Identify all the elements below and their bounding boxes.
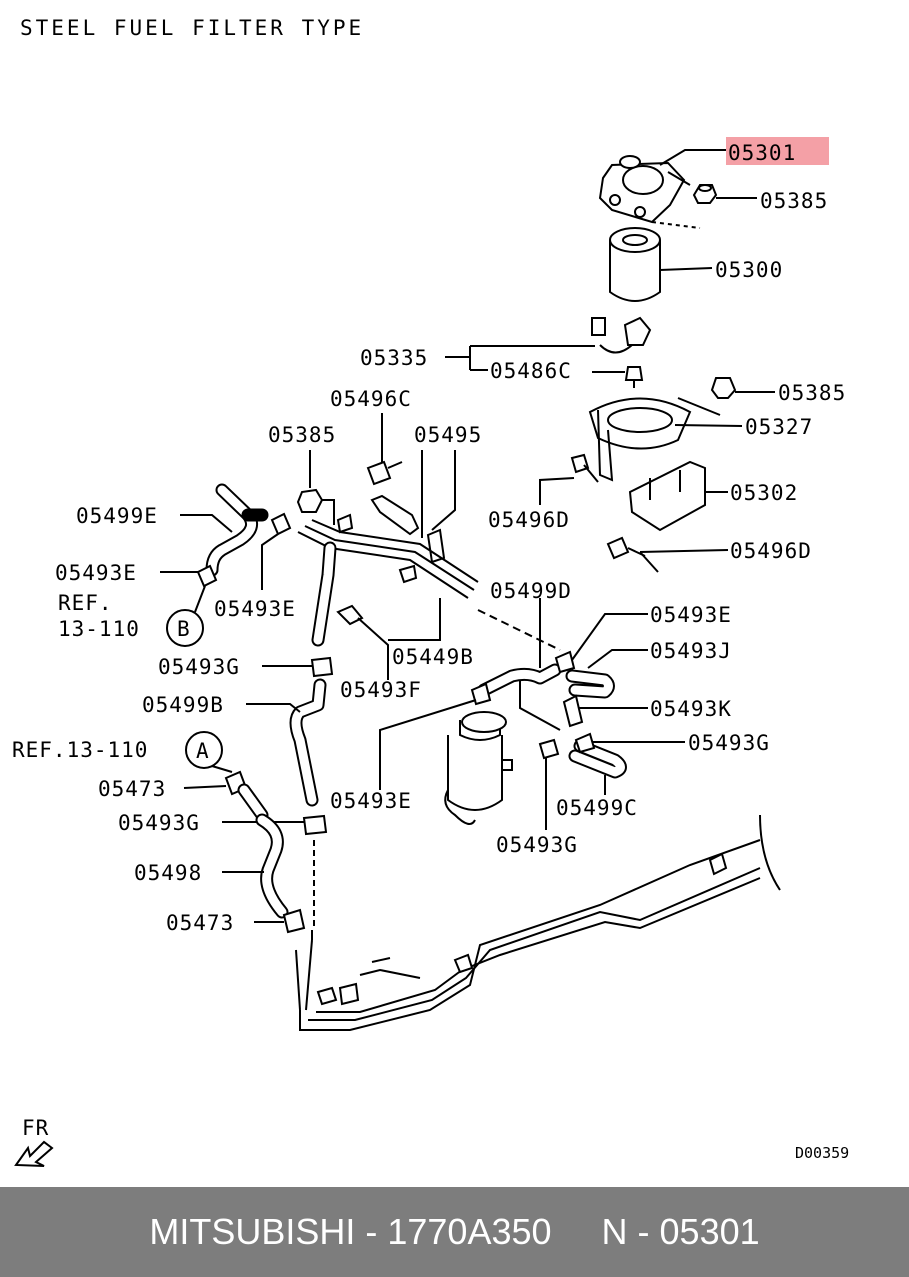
nut-05385-left[interactable]: [296, 488, 324, 513]
svg-text:FR: FR: [22, 1116, 49, 1140]
label-05493g-a[interactable]: 05493G: [158, 655, 240, 679]
clamp-05473-a[interactable]: [224, 770, 269, 822]
clip-05493k[interactable]: [562, 694, 584, 728]
bolt-05496c[interactable]: [366, 460, 403, 486]
hose-05493j[interactable]: [565, 669, 615, 699]
footer-part-info: MITSUBISHI - 1770A350 N - 05301: [149, 1211, 760, 1252]
label-05499d[interactable]: 05499D: [490, 579, 572, 603]
svg-text:A: A: [196, 739, 210, 763]
hose-05499b[interactable]: [289, 678, 327, 807]
filter-cartridge-05300[interactable]: [609, 227, 661, 302]
bolt-05496d-b[interactable]: [606, 536, 646, 560]
label-05498[interactable]: 05498: [134, 861, 202, 885]
label-05496d-a[interactable]: 05496D: [488, 508, 570, 532]
plug-05486c[interactable]: [624, 366, 644, 388]
label-05499e[interactable]: 05499E: [76, 504, 158, 528]
ref-a-text: REF.13-110: [12, 738, 148, 762]
label-05449b[interactable]: 05449B: [392, 645, 474, 669]
label-05493e-b[interactable]: 05493E: [214, 597, 296, 621]
ref-b-line2: 13-110: [58, 617, 140, 641]
hose-05499d[interactable]: [477, 663, 562, 697]
part-footer: MITSUBISHI - 1770A350 N - 05301: [0, 1187, 909, 1277]
fuel-line-05449b[interactable]: [297, 513, 479, 599]
filter-head-05301[interactable]: [598, 155, 701, 229]
label-05495[interactable]: 05495: [414, 423, 482, 447]
nut-05385-mid[interactable]: [710, 377, 737, 399]
fitting-05493f[interactable]: [336, 604, 364, 626]
label-05300[interactable]: 05300: [715, 258, 783, 282]
ref-b-badge[interactable]: B: [166, 609, 204, 647]
label-05496d-b[interactable]: 05496D: [730, 539, 812, 563]
nut-05385-top[interactable]: [692, 184, 718, 204]
label-05301[interactable]: 05301: [728, 141, 796, 165]
label-05302[interactable]: 05302: [730, 481, 798, 505]
label-05499b[interactable]: 05499B: [142, 693, 224, 717]
bracket-05302[interactable]: [628, 460, 706, 532]
bolt-05496d-a[interactable]: [570, 453, 599, 483]
label-05493j[interactable]: 05493J: [650, 639, 732, 663]
label-05493k[interactable]: 05493K: [650, 697, 732, 721]
hose-05499e[interactable]: [205, 483, 269, 577]
clamp-05493e-b[interactable]: [270, 512, 292, 536]
parts-diagram: STEEL FUEL FILTER TYPE 05301 05385 05300…: [12, 16, 849, 1167]
clamp-05493e-d[interactable]: [470, 682, 492, 706]
label-05493e-a[interactable]: 05493E: [55, 561, 137, 585]
label-05493g-c[interactable]: 05493G: [688, 731, 770, 755]
clamp-05493e-a[interactable]: [196, 564, 218, 588]
hose-05499c[interactable]: [568, 739, 627, 779]
label-05327[interactable]: 05327: [745, 415, 813, 439]
clamp-05473-b[interactable]: [282, 908, 306, 934]
diagram-title: STEEL FUEL FILTER TYPE: [20, 16, 364, 40]
clamp-05495[interactable]: [370, 494, 446, 564]
label-05486c[interactable]: 05486C: [490, 359, 572, 383]
water-separator[interactable]: [444, 711, 513, 825]
clamp-05493e-c[interactable]: [554, 650, 576, 674]
label-05473-a[interactable]: 05473: [98, 777, 166, 801]
clamp-05493g-c[interactable]: [574, 732, 596, 754]
sensor-05335[interactable]: [591, 316, 652, 354]
highlight-box: [726, 137, 829, 165]
label-05385-top[interactable]: 05385: [760, 189, 828, 213]
front-direction-indicator: FR: [14, 1116, 54, 1167]
fuel-lines-lower[interactable]: [295, 814, 781, 1031]
clamp-05493g-d[interactable]: [538, 738, 560, 760]
label-05499c[interactable]: 05499C: [556, 796, 638, 820]
ref-a-badge[interactable]: A: [185, 731, 223, 769]
diagram-code: D00359: [795, 1144, 849, 1162]
label-05385-mid[interactable]: 05385: [778, 381, 846, 405]
hose-05498[interactable]: [255, 813, 289, 919]
clamp-05493g-a[interactable]: [310, 656, 334, 678]
label-05493f[interactable]: 05493F: [340, 678, 422, 702]
svg-text:B: B: [177, 617, 191, 641]
label-05493e-d[interactable]: 05493E: [330, 789, 412, 813]
label-05493e-c[interactable]: 05493E: [650, 603, 732, 627]
clamp-05493g-b[interactable]: [302, 814, 328, 836]
label-05385-left[interactable]: 05385: [268, 423, 336, 447]
label-05473-b[interactable]: 05473: [166, 911, 234, 935]
bracket-05327[interactable]: [588, 397, 721, 482]
label-05496c[interactable]: 05496C: [330, 387, 412, 411]
label-05493g-b[interactable]: 05493G: [118, 811, 200, 835]
hose-main-vertical[interactable]: [311, 541, 337, 647]
ref-b-line1: REF.: [58, 591, 113, 615]
label-05493g-d[interactable]: 05493G: [496, 833, 578, 857]
label-05335[interactable]: 05335: [360, 346, 428, 370]
